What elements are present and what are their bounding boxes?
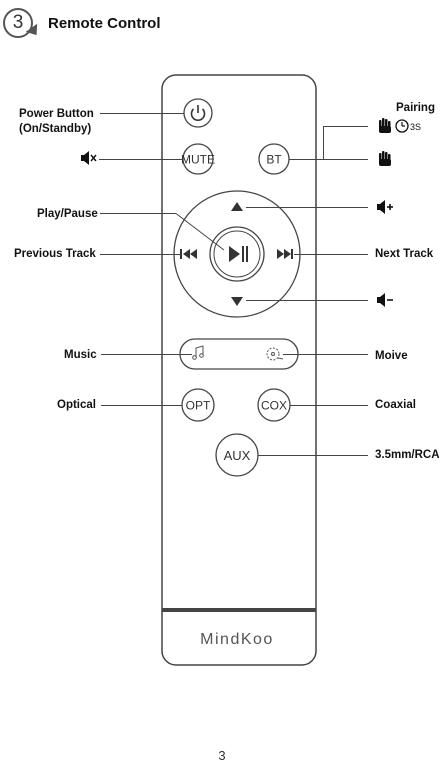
callout-line	[290, 405, 368, 406]
cox-button[interactable]: COX	[257, 388, 291, 422]
label-pairing: Pairing	[396, 102, 435, 114]
power-button[interactable]	[183, 98, 213, 128]
callout-line	[101, 405, 182, 406]
volume-up-button[interactable]	[231, 202, 243, 211]
callout-line	[101, 354, 192, 355]
mute-button-label: MUTE	[181, 153, 215, 167]
label-aux: 3.5mm/RCA	[375, 449, 440, 461]
callout-line	[289, 159, 324, 160]
callout-line	[323, 126, 368, 127]
section-title: Remote Control	[48, 15, 161, 32]
callout-line	[246, 300, 368, 301]
label-power-standby: (On/Standby)	[19, 123, 92, 135]
callout-line	[323, 159, 368, 160]
label-music: Music	[64, 349, 97, 361]
callout-line	[246, 207, 368, 208]
label-coaxial: Coaxial	[375, 399, 416, 411]
label-pairing-time: 3S	[410, 122, 422, 132]
section-number: 3	[12, 12, 24, 33]
callout-line	[99, 159, 183, 160]
music-icon[interactable]	[192, 345, 204, 360]
aux-button-label: AUX	[224, 448, 251, 463]
volume-down-icon	[377, 293, 393, 307]
volume-up-icon	[377, 200, 393, 214]
hand-icon	[379, 118, 391, 133]
label-power-button: Power Button	[19, 108, 94, 120]
section-number-badge: 3	[3, 8, 33, 38]
opt-button[interactable]: OPT	[181, 388, 215, 422]
movie-icon[interactable]	[266, 347, 284, 361]
play-icon	[229, 246, 240, 262]
callout-line	[283, 354, 368, 355]
label-next-track: Next Track	[375, 248, 434, 260]
callout-line	[100, 254, 180, 255]
hand-icon	[379, 151, 391, 166]
volume-down-button[interactable]	[231, 297, 243, 306]
cox-button-label: COX	[261, 399, 287, 413]
bt-button-label: BT	[266, 153, 282, 167]
callout-line	[100, 113, 184, 114]
mute-speaker-icon	[81, 151, 97, 165]
music-movie-rocker	[179, 338, 299, 370]
pause-icon	[242, 246, 244, 262]
page-number: 3	[218, 748, 226, 763]
remote-divider	[162, 608, 316, 612]
aux-button[interactable]: AUX	[215, 433, 259, 477]
callout-line	[323, 126, 324, 160]
label-play-pause: Play/Pause	[37, 208, 98, 220]
label-movie: Moive	[375, 350, 408, 362]
opt-button-label: OPT	[186, 399, 211, 413]
next-track-button[interactable]	[277, 249, 293, 259]
label-optical: Optical	[57, 399, 96, 411]
callout-line	[100, 213, 176, 214]
label-previous-track: Previous Track	[14, 248, 96, 260]
callout-line	[258, 455, 368, 456]
callout-line	[294, 254, 368, 255]
mute-button[interactable]: MUTE	[181, 143, 215, 175]
previous-track-button[interactable]	[180, 249, 197, 259]
brand-logo: MindKoo	[200, 631, 274, 648]
bt-button[interactable]: BT	[258, 143, 290, 175]
clock-icon	[395, 119, 409, 133]
play-pause-button[interactable]	[209, 226, 265, 282]
power-icon	[190, 108, 206, 121]
